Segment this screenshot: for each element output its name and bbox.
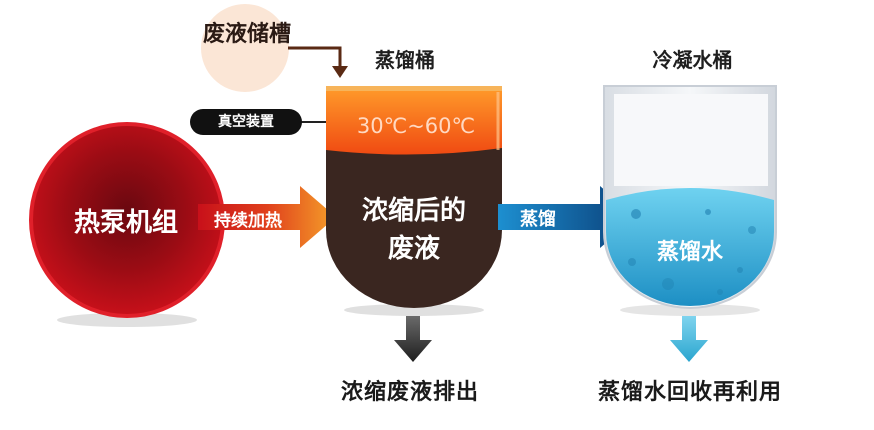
feed-arrow xyxy=(288,46,342,70)
heat-pump-circle xyxy=(31,124,223,316)
tank-water xyxy=(606,188,774,306)
condensate-tank-title: 冷凝水桶 xyxy=(652,48,733,72)
heat-pump-shadow xyxy=(57,313,197,327)
heating-arrow xyxy=(198,186,336,248)
tank-highlight xyxy=(614,94,768,186)
tank-shadow xyxy=(620,304,760,316)
discharge-arrow xyxy=(394,316,432,362)
feed-arrow-head xyxy=(332,66,348,78)
heat-pump-label: 热泵机组 xyxy=(73,208,178,238)
still-rim xyxy=(326,86,502,91)
waste-storage-label: 废液储槽 xyxy=(203,22,292,47)
water-reuse-label: 蒸馏水回收再利用 xyxy=(597,380,782,405)
concentrate-discharge-label: 浓缩废液排出 xyxy=(340,380,479,405)
distilled-water-label: 蒸馏水 xyxy=(656,240,723,265)
continuous-heating-label: 持续加热 xyxy=(214,211,282,231)
vacuum-device-label: 真空装置 xyxy=(218,114,274,130)
waste-storage-circle xyxy=(201,4,289,92)
temperature-range: 30℃~60℃ xyxy=(356,114,476,138)
distillation-label: 蒸馏 xyxy=(520,209,556,230)
still-heated-zone xyxy=(326,88,502,155)
distillation-arrow xyxy=(498,186,636,248)
reuse-arrow xyxy=(670,316,708,362)
concentrated-waste-label: 浓缩后的废液 xyxy=(361,196,466,264)
still-shadow xyxy=(344,304,484,316)
vacuum-pill xyxy=(190,109,302,135)
still-title: 蒸馏桶 xyxy=(375,48,435,72)
